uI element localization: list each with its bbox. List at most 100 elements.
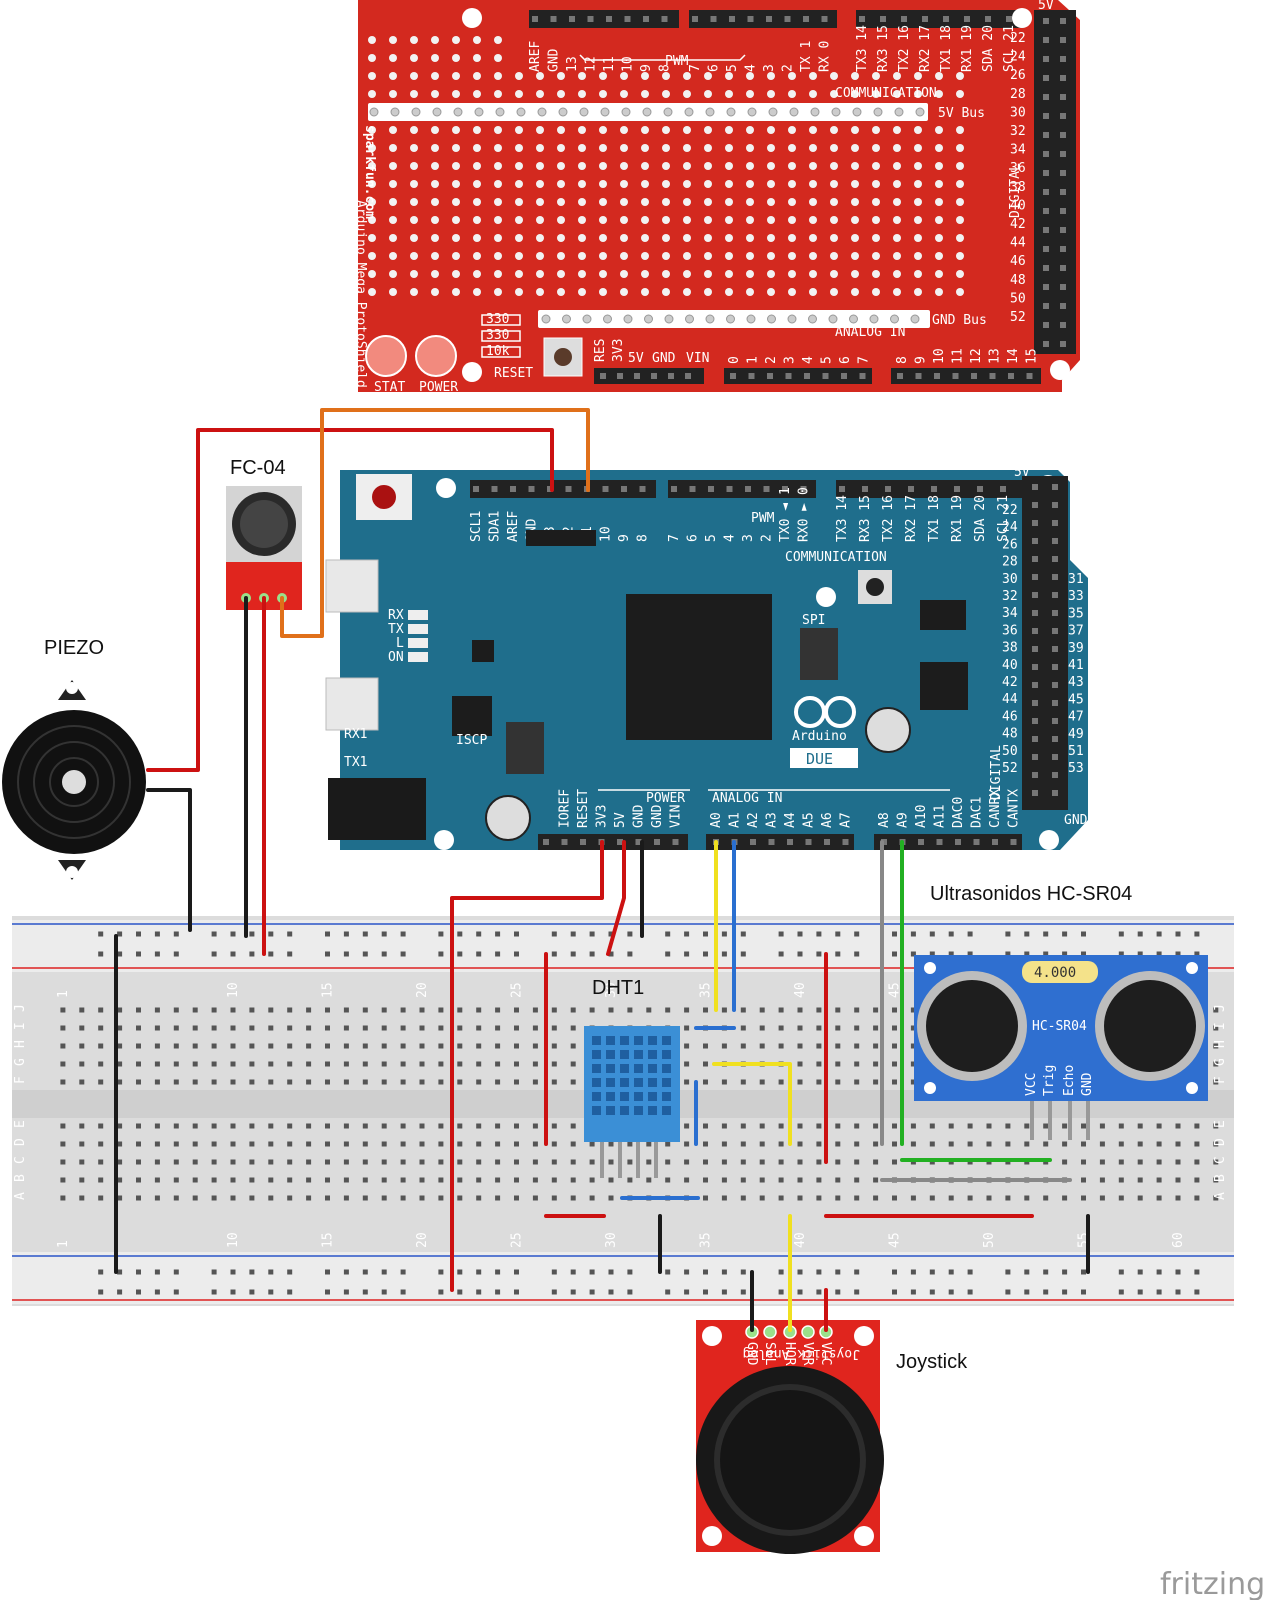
due-analog-pin-label: CANRX: [988, 789, 1003, 828]
shield-top-pin-label: SCL 21: [1002, 25, 1017, 72]
due-digital-left-label: 26: [1002, 537, 1018, 552]
shield-top-pin-label: RX2 17: [918, 25, 933, 72]
shield-digital-left-label: 52: [1010, 310, 1026, 325]
bb-column-number-bottom: 25: [510, 1232, 525, 1248]
bb-row-letter-left: E: [13, 1120, 28, 1128]
shield-bottom-pin-dots: [600, 373, 1033, 379]
due-top-pin-label: TX3 14: [835, 495, 850, 542]
due-digital-right-label: 37: [1068, 624, 1084, 639]
shield-analog-pin-label: 14: [1006, 348, 1021, 364]
bb-row-letter-right: G: [1213, 1058, 1228, 1066]
due-digital-left-label: 42: [1002, 675, 1018, 690]
due-analog-pin-label: A3: [765, 812, 780, 828]
bb-row-letter-left: A: [13, 1192, 28, 1200]
due-top-pin-label: 7: [667, 534, 682, 542]
shield-analog-pin-label: 0: [727, 356, 742, 364]
shield-top-pin-label: 8: [658, 64, 673, 72]
shield-r1-value: 330: [486, 312, 509, 327]
shield-digital-right-label: 39: [1080, 179, 1096, 194]
shield-reset-label: RESET: [494, 366, 533, 381]
due-status-leds: [408, 610, 428, 662]
shield-analog-pin-label: 11: [951, 348, 966, 364]
shield-digital-left-label: 22: [1010, 31, 1026, 46]
due-analog-pin-label: A1: [728, 812, 743, 828]
wire-piezo-pos: [146, 428, 554, 772]
shield-top-pin-label: RX1 19: [960, 25, 975, 72]
shield-digital-labels: 2224262830323436384042444648505231333537…: [1010, 31, 1096, 325]
due-analog-pin-label: A6: [820, 812, 835, 828]
shield-top-pin-label: 12: [584, 56, 599, 72]
due-analog-pin-label: CANTX: [1007, 789, 1022, 828]
bb-column-number-bottom: 45: [888, 1232, 903, 1248]
due-power-jack[interactable]: [328, 778, 426, 840]
due-power-pin-label: VIN: [669, 805, 684, 828]
shield-top-pin-label: RX 0: [818, 41, 833, 72]
due-top-pin-label: RX3 15: [858, 495, 873, 542]
due-digital-left-label: 38: [1002, 641, 1018, 656]
shield-digital-header-dots: [1043, 18, 1066, 347]
bb-row-letter-right: J: [1213, 1004, 1228, 1012]
due-5v-tag: 5V: [1014, 465, 1030, 480]
wires: [114, 408, 1090, 1332]
shield-digital-left-label: 36: [1010, 161, 1026, 176]
shield-digital-right-label: 43: [1080, 217, 1096, 232]
due-power-pin-label: GND: [650, 804, 665, 828]
shield-brand: sparkfun.com: [362, 125, 377, 219]
shield-stat-led: [365, 335, 407, 377]
shield-digital-left-label: 48: [1010, 273, 1026, 288]
wire-yellow-jumper: [712, 1062, 792, 1146]
dht11-sensor: [584, 1026, 680, 1178]
shield-digital-right-label: 41: [1080, 198, 1096, 213]
shield-power-pin-label: 3V3: [611, 339, 626, 362]
due-spi-label: SPI: [802, 613, 825, 628]
arduino-due: SCL1SDA1AREFGND1312111098765432TX0 ◄ 1RX…: [325, 465, 1088, 850]
due-digital-left-label: 36: [1002, 623, 1018, 638]
due-analog-pin-label: A9: [896, 812, 911, 828]
due-iscp-label: ISCP: [456, 733, 487, 748]
due-usb-port-1[interactable]: [325, 559, 379, 613]
shield-header-bottom: [594, 368, 1041, 384]
bb-column-number-bottom: 10: [226, 1232, 241, 1248]
due-usb-port-2[interactable]: [325, 677, 379, 731]
due-digital-label: DIGITAL: [989, 745, 1004, 800]
due-top-pin-label: 5: [704, 534, 719, 542]
due-top-pin-label: 8: [636, 534, 651, 542]
shield-analog-pin-label: 3: [783, 356, 798, 364]
due-top-pin-label: TX2 16: [881, 495, 896, 542]
bb-column-number-top: 40: [793, 982, 808, 998]
bb-row-letter-right: D: [1213, 1138, 1228, 1146]
bb-column-number-top: 35: [699, 982, 714, 998]
due-digital-right-label: 41: [1068, 658, 1084, 673]
due-top-pin-label: AREF: [506, 511, 521, 542]
bb-column-number-bottom: 20: [415, 1232, 430, 1248]
due-digital-left-label: 50: [1002, 744, 1018, 759]
shield-top-pin-label: SDA 20: [981, 25, 996, 72]
shield-digital-right-label: 49: [1080, 272, 1096, 287]
shield-subtitle: Arduino Mega ProtoShield: [353, 200, 368, 388]
bb-row-letter-left: C: [13, 1156, 28, 1164]
bb-row-letter-left: I: [13, 1022, 28, 1030]
due-digital-right-label: 47: [1068, 710, 1084, 725]
bb-column-number-top: 15: [321, 982, 336, 998]
bb-row-letter-right: F: [1213, 1076, 1228, 1084]
shield-pwm-label: PWM: [665, 54, 689, 69]
due-analog-in-label: ANALOG IN: [712, 791, 782, 806]
due-header-bottom: [538, 834, 1022, 850]
bb-column-number-bottom: 35: [699, 1232, 714, 1248]
due-digital-right-label: 43: [1068, 675, 1084, 690]
due-digital-left-label: 30: [1002, 572, 1018, 587]
shield-r3-value: 10k: [486, 344, 510, 359]
due-top-pin-label: SCL 21: [996, 495, 1011, 542]
shield-analog-pin-label: 10: [932, 348, 947, 364]
due-led-tx: TX: [388, 622, 404, 637]
due-digital-left-label: 48: [1002, 727, 1018, 742]
shield-top-pin-dots: [532, 16, 1012, 22]
bb-column-number-bottom: 30: [604, 1232, 619, 1248]
due-digital-left-label: 46: [1002, 709, 1018, 724]
bb-row-letter-right: B: [1213, 1174, 1228, 1182]
